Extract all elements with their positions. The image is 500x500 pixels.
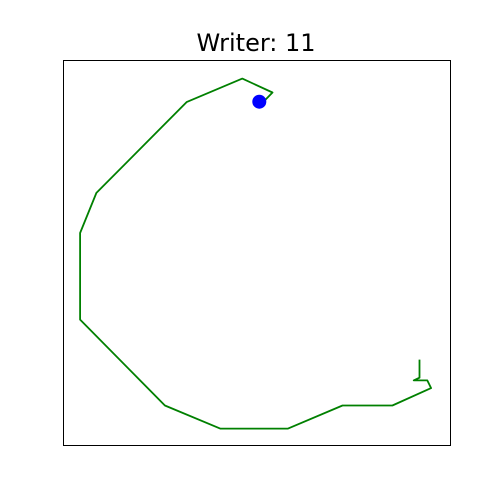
plot-area <box>79 77 433 430</box>
axes-frame <box>63 60 451 446</box>
start-point-marker <box>252 94 267 109</box>
chart-title: Writer: 11 <box>196 29 315 57</box>
stroke-path-line-0 <box>79 77 433 430</box>
